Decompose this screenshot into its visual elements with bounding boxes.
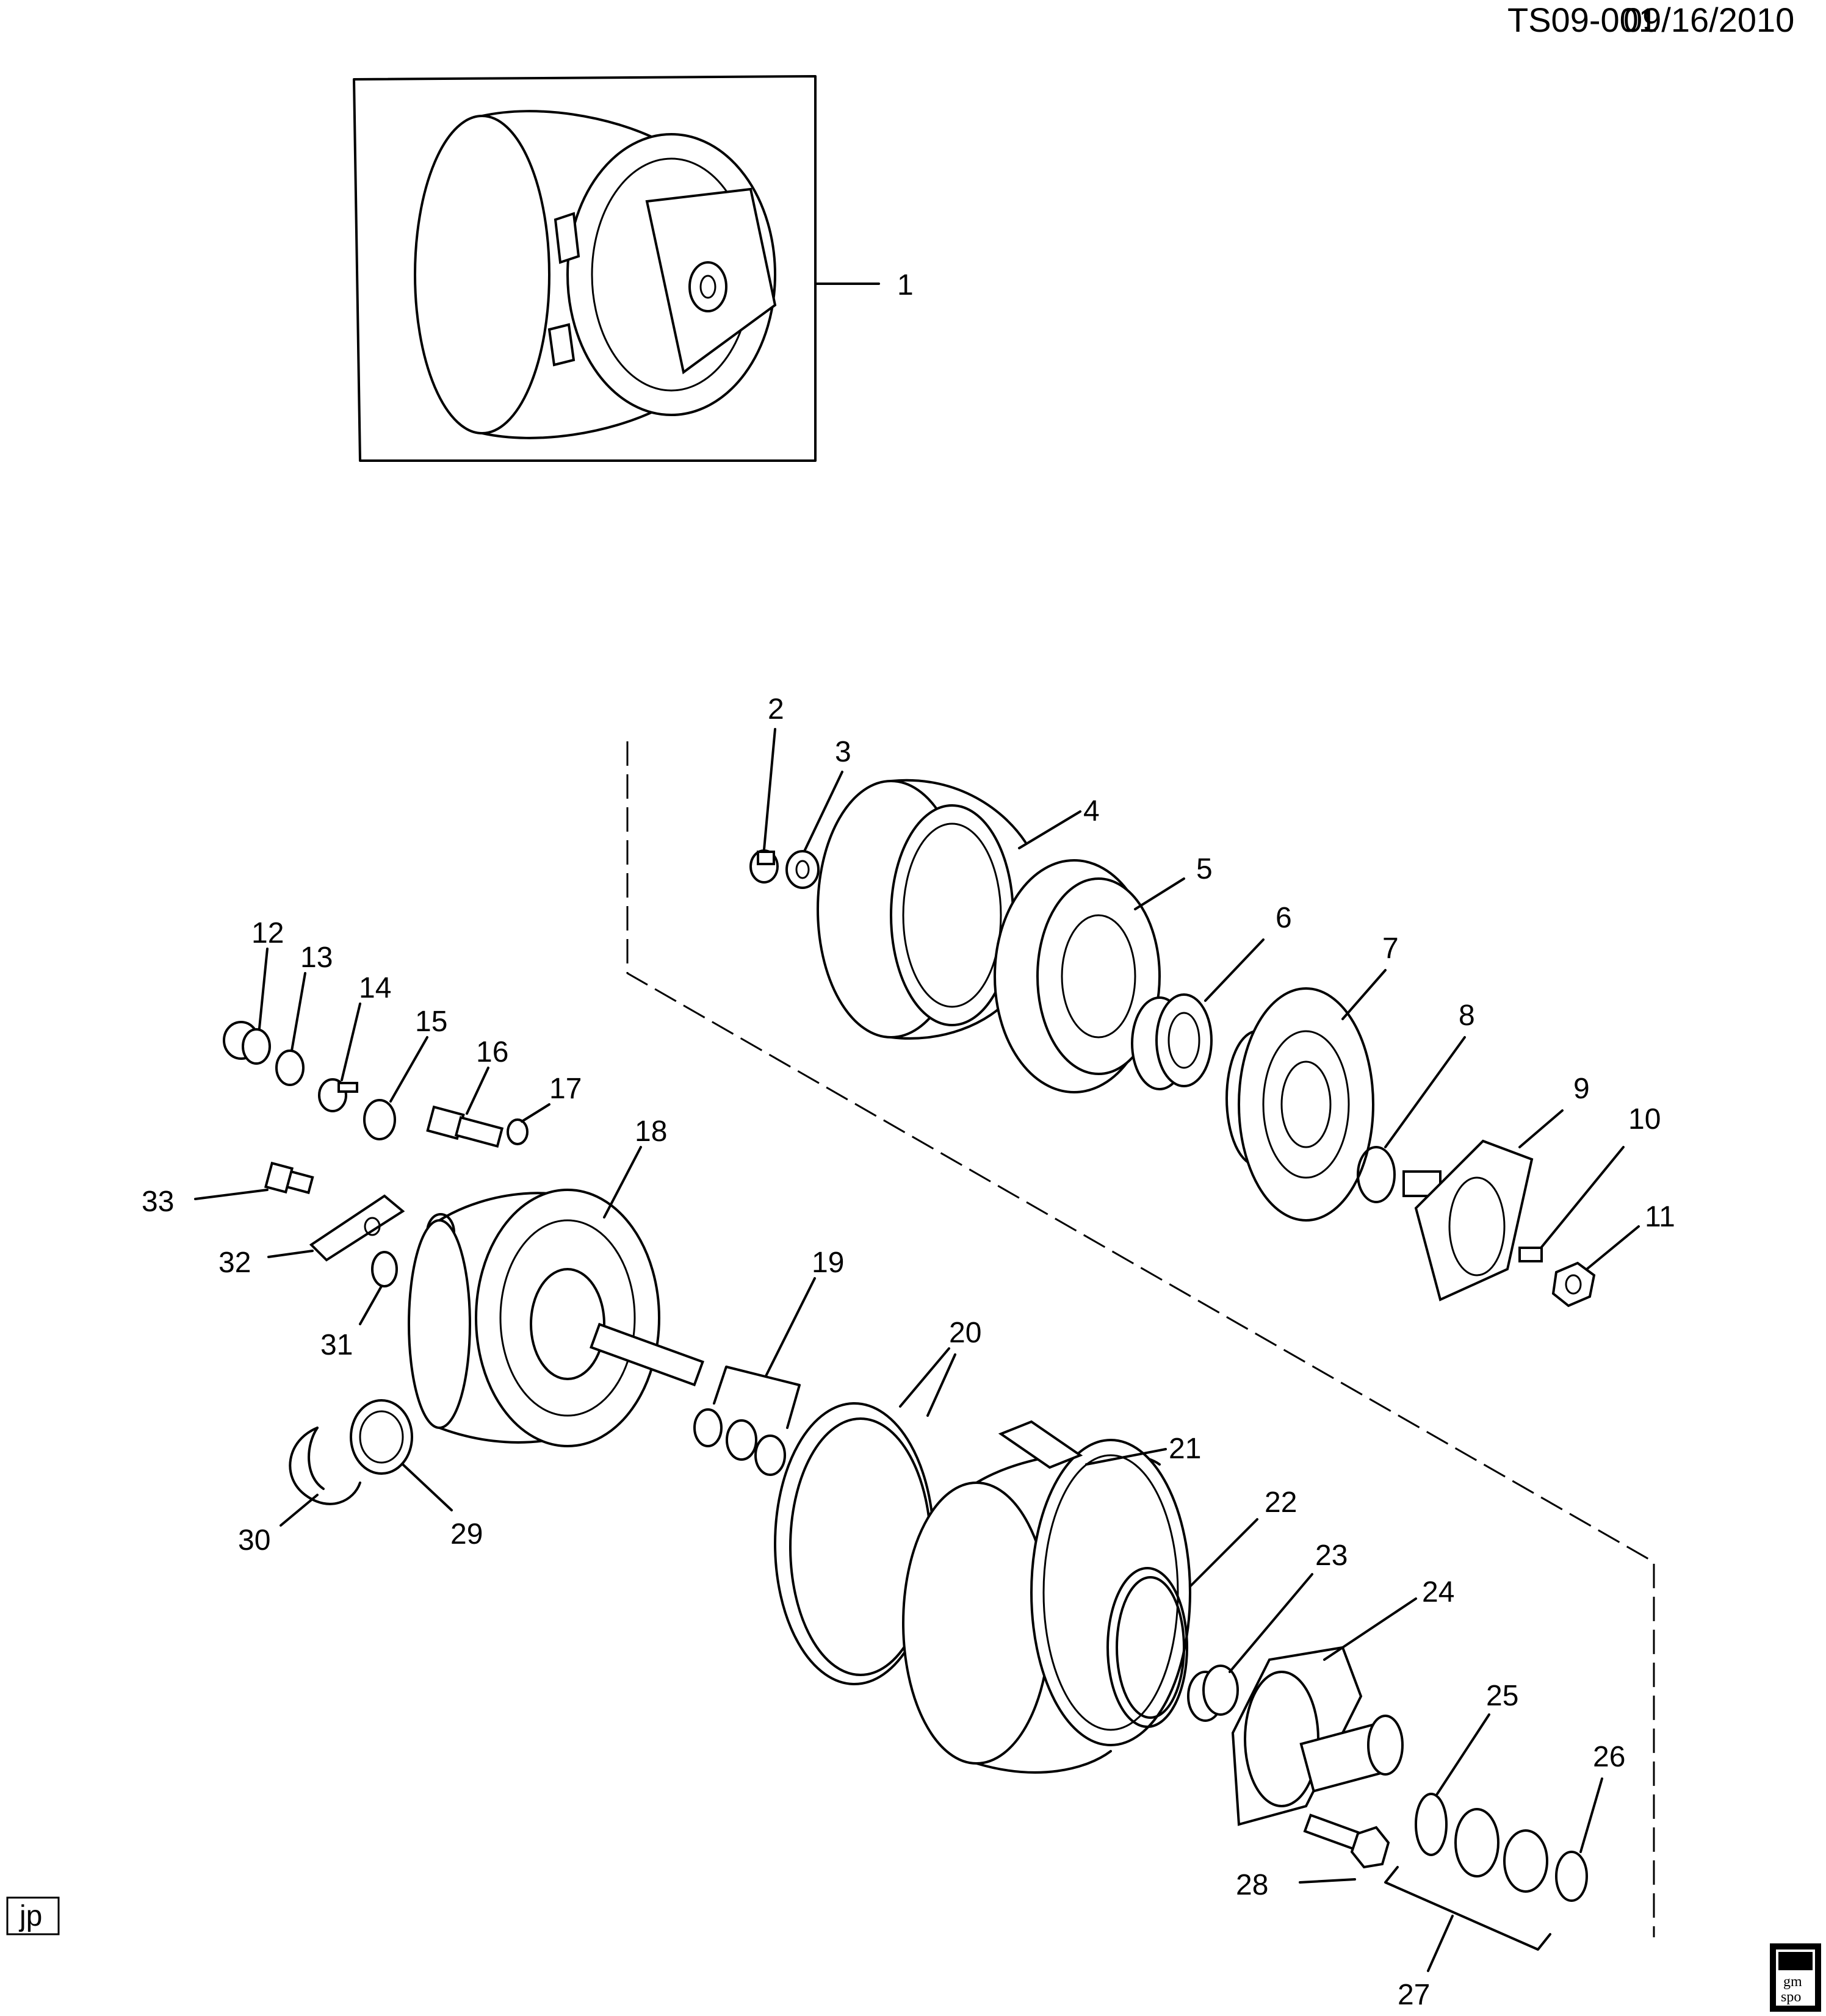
gm-spo-logo: gm spo <box>1770 1943 1821 2012</box>
part-24-rear-head <box>1231 1646 1404 1826</box>
part-4-coil-housing <box>817 779 1027 1040</box>
callout-10: 10 <box>1628 1103 1661 1136</box>
callout-19: 19 <box>812 1247 844 1279</box>
callout-11: 11 <box>1645 1201 1675 1233</box>
part-8-retaining-ring <box>1357 1146 1396 1203</box>
callout-23: 23 <box>1315 1539 1348 1572</box>
callout-28: 28 <box>1236 1869 1268 1901</box>
logo-text-top: gm <box>1783 1974 1802 1990</box>
callout-8: 8 <box>1459 999 1475 1032</box>
callout-30: 30 <box>238 1524 270 1557</box>
callout-26: 26 <box>1593 1741 1625 1773</box>
callout-18: 18 <box>635 1115 667 1148</box>
part-18-compressor-head <box>408 1189 704 1447</box>
clutch-group-outline <box>626 741 1655 1937</box>
part-2-bolt <box>749 849 779 884</box>
part-25-o-ring <box>1415 1793 1448 1856</box>
callout-25: 25 <box>1486 1680 1518 1712</box>
callout-14: 14 <box>359 972 391 1004</box>
callout-7: 7 <box>1382 932 1399 965</box>
part-3-washer <box>785 850 820 889</box>
part-6-bearing <box>1131 993 1213 1090</box>
part-28-bolt <box>1303 1813 1390 1869</box>
author-initials: jp <box>18 1900 42 1932</box>
callout-13: 13 <box>300 941 333 974</box>
part-30-retaining-ring <box>289 1427 361 1505</box>
callout-4: 4 <box>1083 795 1100 827</box>
part-23-bushing <box>1187 1665 1239 1722</box>
callout-27: 27 <box>1398 1979 1430 2011</box>
part-22-o-ring <box>1106 1567 1188 1728</box>
callout-31: 31 <box>320 1329 353 1361</box>
part-17-o-ring <box>507 1118 529 1145</box>
callout-21: 21 <box>1169 1433 1201 1465</box>
callout-9: 9 <box>1573 1073 1590 1105</box>
callout-33: 33 <box>142 1186 174 1218</box>
callout-2: 2 <box>768 693 784 725</box>
part-29-plug <box>350 1399 413 1475</box>
callout-16: 16 <box>476 1036 508 1068</box>
callout-5: 5 <box>1196 853 1213 885</box>
callout-12: 12 <box>251 917 284 949</box>
part-12-valve-cap <box>223 1021 271 1065</box>
part-21-compressor-shell <box>902 1420 1191 1774</box>
part-5-pulley <box>994 859 1161 1093</box>
document-code: TS09-001 <box>1507 1 1658 39</box>
part-32-gasket-plate <box>309 1194 405 1262</box>
part-1-compressor-assembly <box>353 75 817 462</box>
part-14-valve-core <box>318 1078 358 1112</box>
part-16-pressure-switch <box>426 1105 504 1148</box>
part-11-nut <box>1551 1261 1596 1308</box>
logo-text-bottom: spo <box>1781 1989 1801 2005</box>
callout-17: 17 <box>549 1073 582 1105</box>
document-date: 09/16/2010 <box>1623 1 1794 39</box>
part-19-seal-kit <box>693 1366 801 1476</box>
callout-22: 22 <box>1265 1486 1297 1519</box>
part-15-o-ring <box>363 1099 396 1140</box>
part-26-retaining-ring <box>1555 1851 1588 1902</box>
callout-6: 6 <box>1276 902 1292 934</box>
author-initials-box: jp <box>6 1896 60 1935</box>
callout-1: 1 <box>897 269 914 301</box>
part-13-o-ring <box>275 1049 305 1086</box>
callout-3: 3 <box>835 736 851 768</box>
part-9-clutch-plate <box>1402 1139 1534 1301</box>
part-31-o-ring <box>371 1251 398 1287</box>
part-27-relief-valve-kit <box>1384 1808 1551 1951</box>
callout-32: 32 <box>218 1247 251 1279</box>
callout-24: 24 <box>1422 1576 1454 1608</box>
callout-29: 29 <box>450 1518 483 1550</box>
part-10-shim <box>1518 1247 1543 1262</box>
part-7-rotor-hub <box>1225 987 1374 1222</box>
callout-20: 20 <box>949 1317 981 1349</box>
part-33-stud <box>264 1161 314 1195</box>
callout-15: 15 <box>415 1006 447 1038</box>
